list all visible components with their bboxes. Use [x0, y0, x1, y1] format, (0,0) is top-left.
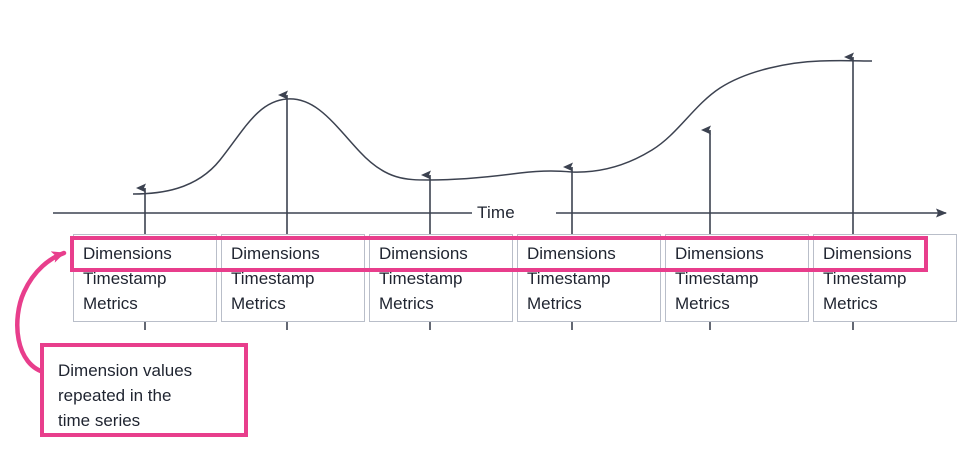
record-box[interactable]: Dimensions Timestamp Metrics — [665, 234, 809, 322]
record-field-metrics: Metrics — [231, 294, 286, 313]
record-field-dimensions: Dimensions — [527, 244, 616, 263]
record-field-dimensions: Dimensions — [379, 244, 468, 263]
record-field-timestamp: Timestamp — [379, 269, 463, 288]
callout-line: repeated in the — [58, 386, 172, 405]
record-field-timestamp: Timestamp — [675, 269, 759, 288]
record-field-metrics: Metrics — [527, 294, 582, 313]
record-box[interactable]: Dimensions Timestamp Metrics — [517, 234, 661, 322]
record-field-timestamp: Timestamp — [231, 269, 315, 288]
record-field-metrics: Metrics — [823, 294, 878, 313]
record-field-dimensions: Dimensions — [231, 244, 320, 263]
record-field-dimensions: Dimensions — [675, 244, 764, 263]
time-axis-label: Time — [477, 203, 515, 222]
record-field-timestamp: Timestamp — [83, 269, 167, 288]
record-box[interactable]: Dimensions Timestamp Metrics — [369, 234, 513, 322]
record-box[interactable]: Dimensions Timestamp Metrics — [73, 234, 217, 322]
record-field-timestamp: Timestamp — [527, 269, 611, 288]
record-box[interactable]: Dimensions Timestamp Metrics — [221, 234, 365, 322]
callout-connector-arrow — [15, 250, 67, 376]
record-field-metrics: Metrics — [379, 294, 434, 313]
callout-line: time series — [58, 411, 141, 430]
record-field-dimensions: Dimensions — [823, 244, 912, 263]
metric-curve — [132, 59, 873, 195]
record-field-dimensions: Dimensions — [83, 244, 172, 263]
record-field-metrics: Metrics — [675, 294, 730, 313]
record-box[interactable]: Dimensions Timestamp Metrics — [813, 234, 957, 322]
record-field-metrics: Metrics — [83, 294, 138, 313]
record-field-timestamp: Timestamp — [823, 269, 907, 288]
callout-line: Dimension values — [58, 361, 193, 380]
callout-box: Dimension values repeated in the time se… — [40, 343, 248, 437]
